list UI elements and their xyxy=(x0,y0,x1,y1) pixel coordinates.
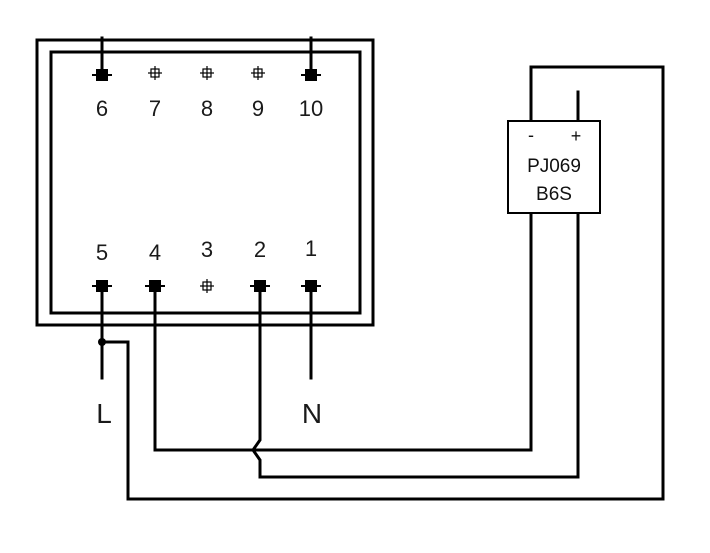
pin-4: 4 xyxy=(145,240,165,292)
pin-8: 8 xyxy=(200,66,214,121)
pin-5-label: 5 xyxy=(96,240,108,265)
rectifier-minus-label: - xyxy=(528,125,534,145)
pin-1-label: 1 xyxy=(305,236,317,261)
pin-6-label: 6 xyxy=(96,96,108,121)
transformer-outer-frame xyxy=(35,38,375,327)
wires xyxy=(98,65,665,501)
pin-4-label: 4 xyxy=(149,240,161,265)
transformer-inner-frame xyxy=(49,50,362,315)
pin-8-label: 8 xyxy=(201,96,213,121)
rectifier-plus-label: + xyxy=(571,126,582,146)
pin-5: 5 xyxy=(92,240,112,292)
rectifier: - + PJ069 B6S xyxy=(507,120,601,214)
pin-7-label: 7 xyxy=(149,96,161,121)
transformer xyxy=(35,38,375,327)
bottom-pins: 5 4 3 2 1 xyxy=(92,236,321,293)
pin-10-label: 10 xyxy=(299,96,323,121)
pin-10: 10 xyxy=(299,36,323,121)
pin-2: 2 xyxy=(250,237,270,292)
pin-3: 3 xyxy=(200,237,214,293)
pin-7: 7 xyxy=(148,66,162,121)
pin-9: 9 xyxy=(251,66,265,121)
pin-3-label: 3 xyxy=(201,237,213,262)
rectifier-model-label: PJ069 xyxy=(527,156,581,177)
pin-1: 1 xyxy=(301,236,321,292)
wire-live-to-rectifier-ac xyxy=(100,65,665,501)
top-pins: 6 7 8 9 10 xyxy=(92,36,323,121)
pin-9-label: 9 xyxy=(252,96,264,121)
live-label: L xyxy=(96,398,112,429)
pin-2-label: 2 xyxy=(254,237,266,262)
wire-pin4-to-rectifier-minus xyxy=(153,211,533,452)
rectifier-body xyxy=(507,120,601,214)
rectifier-type-label: B6S xyxy=(536,184,572,205)
pin-6: 6 xyxy=(92,36,112,121)
neutral-label: N xyxy=(302,398,322,429)
wire-pin2-to-rectifier-plus xyxy=(251,211,580,479)
